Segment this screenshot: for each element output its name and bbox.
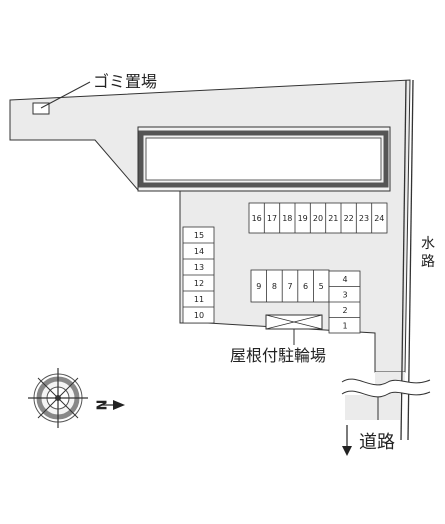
building xyxy=(137,126,391,192)
parking-middle-row: 9 8 7 6 5 xyxy=(250,269,330,303)
slot-5: 5 xyxy=(319,282,324,291)
road-arrow-head xyxy=(342,446,352,456)
slot-23: 23 xyxy=(359,214,369,223)
slot-12: 12 xyxy=(194,279,204,288)
slot-3: 3 xyxy=(342,291,347,300)
slot-8: 8 xyxy=(272,282,277,291)
slot-6: 6 xyxy=(303,282,308,291)
trash-area xyxy=(32,102,50,115)
parking-left-column: 15 14 13 12 11 10 xyxy=(182,226,215,324)
trash-leader-line xyxy=(40,81,91,109)
slot-9: 9 xyxy=(256,282,261,291)
parking-right-column: 4 3 2 1 xyxy=(328,270,361,334)
north-arrow-head xyxy=(113,400,125,410)
slot-2: 2 xyxy=(342,306,347,315)
break-symbol xyxy=(342,379,430,397)
slot-17: 17 xyxy=(267,214,277,223)
waterway-line-left xyxy=(400,79,407,441)
road-label: 道路 xyxy=(359,432,395,453)
slot-15: 15 xyxy=(194,231,204,240)
north-label: N xyxy=(93,400,108,411)
compass-icon xyxy=(28,368,88,428)
waterway-line-right xyxy=(407,79,414,441)
slot-24: 24 xyxy=(374,214,384,223)
slot-7: 7 xyxy=(287,282,292,291)
slot-1: 1 xyxy=(342,322,347,331)
trash-label: ゴミ置場 xyxy=(93,72,157,91)
slot-20: 20 xyxy=(313,214,323,223)
slot-16: 16 xyxy=(252,214,262,223)
bike-shelter-label: 屋根付駐輪場 xyxy=(230,346,326,365)
slot-11: 11 xyxy=(194,295,204,304)
slot-14: 14 xyxy=(194,247,204,256)
slot-22: 22 xyxy=(344,214,354,223)
slot-19: 19 xyxy=(298,214,308,223)
bike-shelter xyxy=(265,314,323,345)
slot-21: 21 xyxy=(328,214,338,223)
waterway-label-top: 水 xyxy=(421,236,435,252)
slot-13: 13 xyxy=(194,263,204,272)
slot-10: 10 xyxy=(194,311,204,320)
parking-top-row: 16 17 18 19 20 21 22 23 24 xyxy=(248,202,388,234)
waterway-label-bottom: 路 xyxy=(421,254,435,270)
slot-4: 4 xyxy=(342,275,347,284)
slot-18: 18 xyxy=(282,214,292,223)
